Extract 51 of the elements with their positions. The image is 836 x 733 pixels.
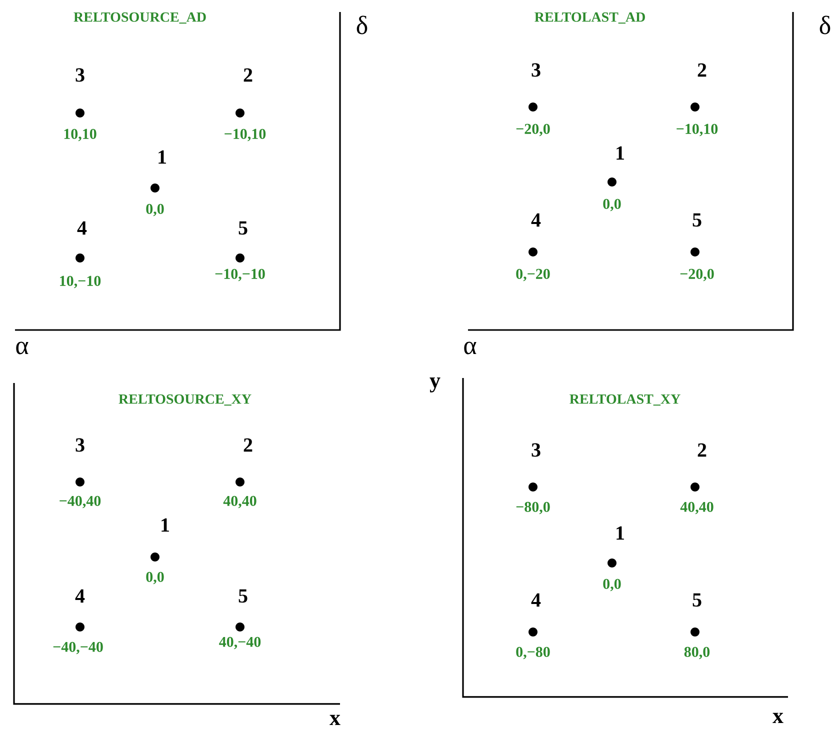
point-number: 4 [531,213,541,227]
coordinate-label: 0,−20 [516,268,550,282]
coordinate-label: −10,−10 [215,268,265,282]
axis-label: δ [356,16,368,34]
coordinate-label: −20,0 [680,268,714,282]
point-number: 5 [238,589,248,603]
coordinate-label: 80,0 [684,646,710,660]
point-number: 4 [75,589,85,603]
point-number: 2 [244,68,252,82]
coordinate-label: −10,10 [224,128,266,142]
axis-label: δ [820,16,830,34]
coordinate-label: 0,−80 [516,646,550,660]
coordinate-label: 0,0 [603,198,621,212]
coordinate-label: −40,40 [60,496,101,508]
axis-label: x [330,714,340,726]
axis-label: α [464,342,476,354]
point-number: 3 [76,438,84,452]
coordinate-label: 40,40 [223,496,256,508]
panel-title: RELTOSOURCE_AD [74,12,206,24]
axis-label: x [772,712,784,724]
point-number: 3 [532,63,540,77]
coordinate-label: 10,−10 [60,276,101,288]
point-number: 1 [616,526,624,540]
panel-title: RELTOLAST_XY [570,394,680,406]
point-number: 2 [698,63,706,77]
point-number: 5 [692,213,702,227]
point-number: 3 [532,443,540,457]
point-number: 2 [244,438,252,452]
point-number: 3 [76,68,84,82]
point-number: 1 [616,146,624,160]
coordinate-label: −80,0 [516,502,550,514]
coordinate-label: 0,0 [146,572,164,584]
coordinate-label: 0,0 [146,204,164,216]
coordinate-label: −20,0 [516,124,550,136]
coordinate-label: −10,10 [676,124,718,136]
point-number: 4 [77,221,87,235]
point-number: 4 [531,593,541,607]
point-number: 1 [158,150,166,164]
point-number: 1 [162,518,169,532]
coordinate-label: 40,40 [680,502,714,514]
coordinate-label: 40,−40 [219,636,261,650]
point-number: 5 [692,593,702,607]
axis-label: α [16,342,28,354]
axis-label: y [430,378,440,392]
point-number: 5 [238,221,248,235]
panel-title: RELTOSOURCE_XY [118,394,252,406]
coordinate-label: −40,−40 [53,642,103,654]
point-number: 2 [698,443,706,457]
panel-title: RELTOLAST_AD [534,12,645,24]
coordinate-label: 10,10 [64,128,96,142]
coordinate-label: 0,0 [603,578,621,592]
